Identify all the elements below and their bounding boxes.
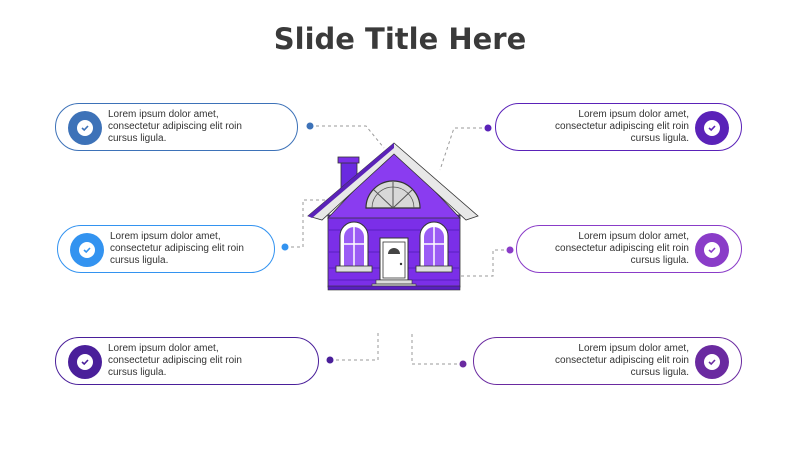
connector-dot-bottom-left — [326, 356, 334, 364]
info-card-top-left: Lorem ipsum dolor amet, consectetur adip… — [55, 103, 298, 151]
house-base — [327, 285, 461, 291]
card-text: Lorem ipsum dolor amet, consectetur adip… — [110, 231, 244, 266]
card-text: Lorem ipsum dolor amet, consectetur adip… — [555, 231, 689, 266]
card-text: Lorem ipsum dolor amet, consectetur adip… — [555, 109, 689, 144]
connector-dot-mid-left — [281, 243, 289, 251]
check-circle-icon — [70, 233, 104, 267]
house-illustration — [307, 142, 479, 291]
slide-title: Slide Title Here — [273, 22, 527, 56]
connector-dot-bottom-right — [459, 360, 467, 368]
check-circle-icon — [68, 111, 102, 145]
connector-bottom-right — [411, 333, 463, 365]
card-text: Lorem ipsum dolor amet, consectetur adip… — [108, 343, 242, 378]
connector-dot-top-right — [484, 124, 492, 132]
check-circle-icon — [695, 345, 729, 379]
info-card-top-right: Lorem ipsum dolor amet, consectetur adip… — [495, 103, 742, 151]
card-text: Lorem ipsum dolor amet, consectetur adip… — [555, 343, 689, 378]
check-circle-icon — [695, 233, 729, 267]
right-window — [415, 221, 453, 273]
front-door — [379, 237, 409, 281]
left-window — [335, 221, 373, 273]
info-card-bottom-left: Lorem ipsum dolor amet, consectetur adip… — [55, 337, 319, 385]
connector-dot-top-left — [306, 122, 314, 130]
card-text: Lorem ipsum dolor amet, consectetur adip… — [108, 109, 242, 144]
connector-dot-mid-right — [506, 246, 514, 254]
check-circle-icon — [68, 345, 102, 379]
check-circle-icon — [695, 111, 729, 145]
chimney-cap — [337, 156, 360, 164]
connector-bottom-left — [330, 332, 379, 361]
info-card-bottom-right: Lorem ipsum dolor amet, consectetur adip… — [473, 337, 742, 385]
door-steps — [375, 279, 413, 285]
info-card-mid-left: Lorem ipsum dolor amet, consectetur adip… — [57, 225, 275, 273]
info-card-mid-right: Lorem ipsum dolor amet, consectetur adip… — [516, 225, 742, 273]
